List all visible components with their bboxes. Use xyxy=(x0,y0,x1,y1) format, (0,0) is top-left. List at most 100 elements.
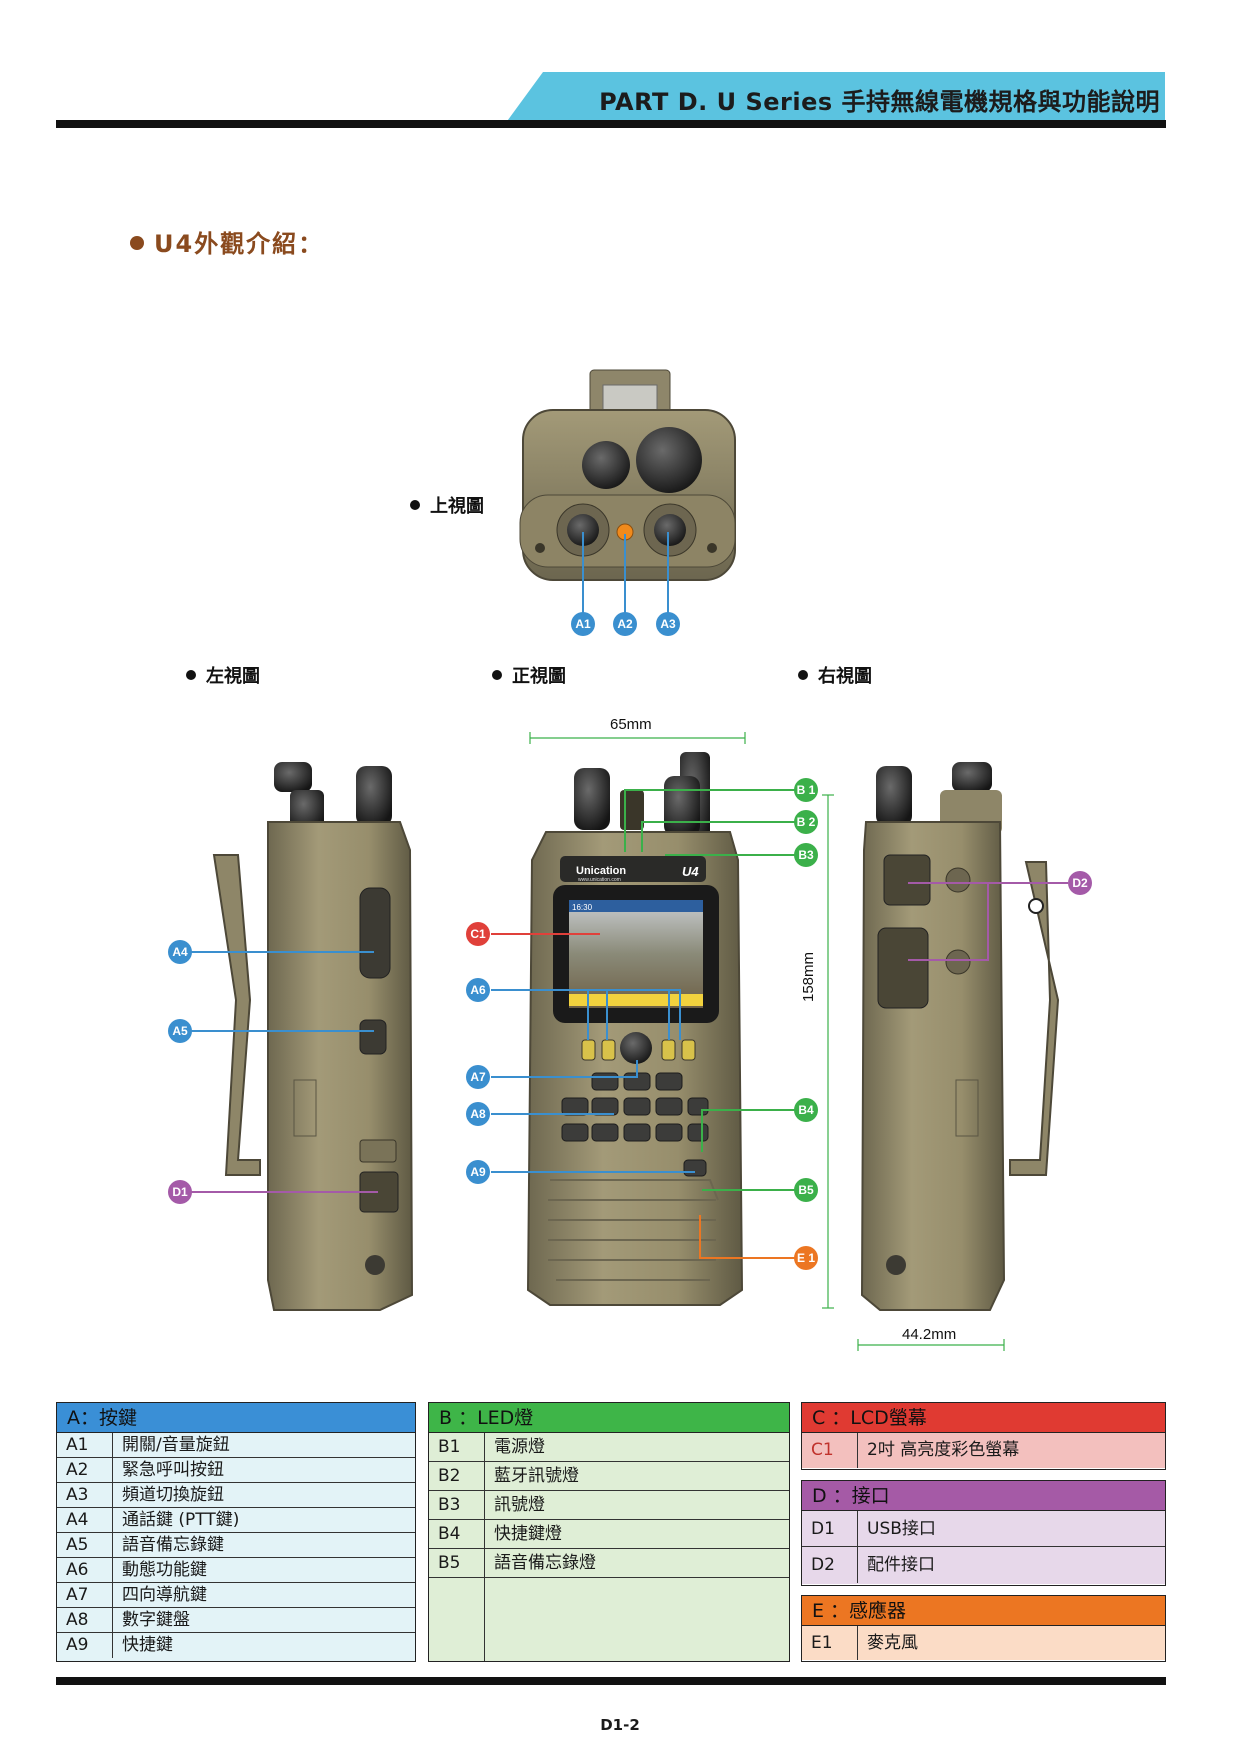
svg-text:A9: A9 xyxy=(470,1165,486,1179)
svg-text:B3: B3 xyxy=(798,848,814,862)
table-e-value: 麥克風 xyxy=(867,1633,918,1653)
table-b-value: 訊號燈 xyxy=(494,1495,545,1515)
svg-text:A8: A8 xyxy=(470,1107,486,1121)
table-c-row: C1 2吋 高亮度彩色螢幕 xyxy=(802,1433,1165,1468)
svg-text:D2: D2 xyxy=(1072,876,1088,890)
header-title: PART D. U Series 手持無線電機規格與功能說明 xyxy=(599,88,1160,116)
table-d-value: 配件接口 xyxy=(867,1555,935,1575)
page-number: D1-2 xyxy=(600,1716,640,1734)
table-b-key: B3 xyxy=(429,1491,485,1519)
table-a-row: A5 語音備忘錄鍵 xyxy=(57,1533,415,1558)
svg-text:B 2: B 2 xyxy=(797,815,816,829)
table-d-value: USB接口 xyxy=(867,1519,936,1539)
table-e-key: E1 xyxy=(802,1626,858,1660)
view-label-left: 左視圖 xyxy=(186,662,260,688)
view-label-right: 右視圖 xyxy=(798,662,872,688)
callout-E1: E 1 xyxy=(794,1246,818,1270)
svg-text:A7: A7 xyxy=(470,1070,486,1084)
table-a-key: A5 xyxy=(57,1533,113,1557)
view-label-front: 正視圖 xyxy=(492,662,566,688)
table-c-value: 2吋 高亮度彩色螢幕 xyxy=(867,1440,1020,1460)
table-e-body: E1 麥克風 xyxy=(802,1626,1165,1660)
bullet-icon xyxy=(492,670,502,680)
callout-A5: A5 xyxy=(168,1019,192,1043)
callout-D2: D2 xyxy=(1068,871,1092,895)
svg-text:A6: A6 xyxy=(470,983,486,997)
svg-text:B4: B4 xyxy=(798,1103,814,1117)
dimension-lines xyxy=(529,732,1005,1351)
callout-A1: A1 xyxy=(571,612,595,636)
table-b-value: 快捷鍵燈 xyxy=(494,1524,562,1544)
callout-B1: B 1 xyxy=(794,778,818,802)
svg-text:B5: B5 xyxy=(798,1183,814,1197)
table-b-value: 藍牙訊號燈 xyxy=(494,1466,579,1486)
svg-text:A5: A5 xyxy=(172,1024,188,1038)
device-website: www.unication.com xyxy=(578,877,621,883)
header-rule xyxy=(56,120,1166,128)
header-band xyxy=(505,72,1165,124)
table-c-title: C ：LCD螢幕 xyxy=(802,1403,1165,1433)
table-b-key: B5 xyxy=(429,1549,485,1577)
table-a-value: 開關/音量旋鈕 xyxy=(122,1435,230,1455)
table-b-value: 電源燈 xyxy=(494,1437,545,1457)
svg-text:E 1: E 1 xyxy=(797,1251,815,1265)
right-view-radio xyxy=(860,762,1060,1311)
device-model: U4 xyxy=(682,864,699,879)
callout-B3: B3 xyxy=(794,843,818,867)
table-a-title: A：按鍵 xyxy=(57,1403,415,1433)
device-brand: Unication xyxy=(576,865,626,877)
table-b-title: B ：LED燈 xyxy=(429,1403,789,1433)
view-label-top: 上視圖 xyxy=(410,492,484,518)
table-a-key: A1 xyxy=(57,1433,113,1457)
table-a-value: 通話鍵 (PTT鍵) xyxy=(122,1510,240,1530)
table-a-key: A8 xyxy=(57,1608,113,1632)
table-a-key: A2 xyxy=(57,1458,113,1482)
callout-A4: A4 xyxy=(168,940,192,964)
bullet-icon xyxy=(130,236,144,250)
table-e-title: E ：感應器 xyxy=(802,1596,1165,1626)
svg-text:A4: A4 xyxy=(172,945,188,959)
left-view-radio xyxy=(212,762,414,1311)
table-d-key: D1 xyxy=(802,1511,858,1546)
table-a-key: A9 xyxy=(57,1633,113,1658)
callout-A6: A6 xyxy=(466,978,490,1002)
bullet-icon xyxy=(798,670,808,680)
table-c-lcd: C ：LCD螢幕 C1 2吋 高亮度彩色螢幕 xyxy=(801,1402,1166,1470)
right-callout-lines xyxy=(908,882,1068,961)
callout-A2: A2 xyxy=(613,612,637,636)
bullet-icon xyxy=(186,670,196,680)
top-callout-lines xyxy=(582,532,669,613)
table-c-key: C1 xyxy=(802,1433,858,1468)
section-title: U4外觀介紹： xyxy=(130,224,324,259)
table-c-body: C1 2吋 高亮度彩色螢幕 xyxy=(802,1433,1165,1468)
footer-rule xyxy=(56,1677,1166,1685)
table-a-value: 動態功能鍵 xyxy=(122,1560,207,1580)
table-e-sensor: E ：感應器 E1 麥克風 xyxy=(801,1595,1166,1662)
table-a-value: 語音備忘錄鍵 xyxy=(122,1535,224,1555)
callout-B4: B4 xyxy=(794,1098,818,1122)
callout-A3: A3 xyxy=(656,612,680,636)
callout-badges: A1 A2 A3 A4 A5 D1 C1 A6 A7 A8 A9 B 1 B 2… xyxy=(168,612,1092,1270)
svg-text:B 1: B 1 xyxy=(797,783,816,797)
radio-illustrations: Unication www.unication.com U4 16:30 A1 … xyxy=(168,369,1092,1351)
section-title-text: U4外觀介紹： xyxy=(154,230,325,258)
front-view-radio xyxy=(526,752,744,1306)
table-a-key: A7 xyxy=(57,1583,113,1607)
callout-D1: D1 xyxy=(168,1180,192,1204)
dimension-depth: 44.2mm xyxy=(902,1326,957,1343)
bullet-icon xyxy=(410,500,420,510)
svg-text:A2: A2 xyxy=(617,617,633,631)
